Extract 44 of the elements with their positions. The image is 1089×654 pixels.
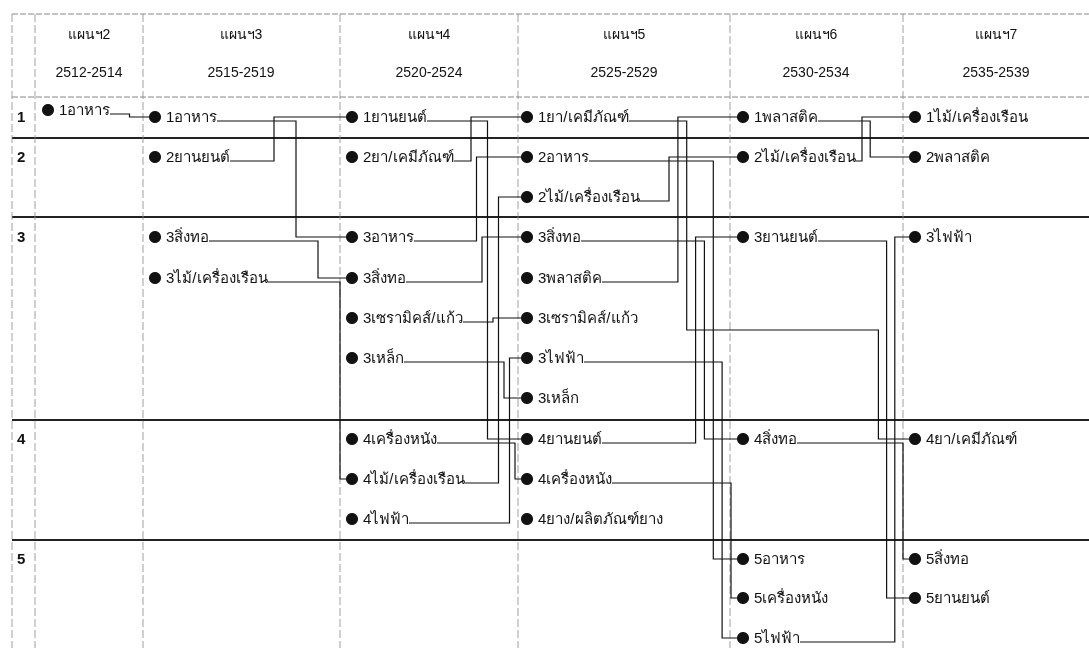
period-label: 2512-2514 xyxy=(55,63,123,81)
connector-line xyxy=(109,113,150,118)
connector-line xyxy=(601,236,738,444)
connector-line xyxy=(580,240,738,440)
column-header: แผนฯ4 xyxy=(407,25,451,43)
connector-line xyxy=(436,442,522,480)
rank-number: 4 xyxy=(17,430,26,448)
connector-line xyxy=(464,196,522,484)
connector-line xyxy=(588,160,738,560)
connector-line xyxy=(611,482,738,599)
connector-line xyxy=(583,361,738,639)
column-header: แผนฯ6 xyxy=(794,25,838,43)
period-label: 2515-2519 xyxy=(207,63,275,81)
period-label: 2525-2529 xyxy=(590,63,658,81)
connector-line xyxy=(216,120,347,238)
period-label: 2530-2534 xyxy=(782,63,850,81)
connector-line xyxy=(453,116,522,162)
connector-line xyxy=(208,240,347,279)
connector-line xyxy=(639,156,738,202)
connector-line xyxy=(426,120,522,440)
connector-line xyxy=(855,116,910,162)
connector-line xyxy=(817,120,910,158)
connector-line xyxy=(628,120,910,440)
connector-line xyxy=(229,116,347,162)
connector-line xyxy=(267,281,347,480)
column-header: แผนฯ5 xyxy=(602,25,646,43)
column-header: แผนฯ3 xyxy=(219,25,263,43)
rank-number: 5 xyxy=(17,550,26,568)
rank-number: 3 xyxy=(17,228,26,246)
connector-line xyxy=(817,240,910,599)
rank-number: 1 xyxy=(17,108,26,126)
connector-line xyxy=(796,442,910,560)
connector-line xyxy=(462,317,522,323)
rank-number: 2 xyxy=(17,148,26,166)
connector-line xyxy=(799,236,910,643)
column-header: แผนฯ2 xyxy=(67,25,111,43)
connector-line xyxy=(413,156,522,242)
connector-line xyxy=(405,236,522,283)
connector-line xyxy=(408,357,522,524)
period-label: 2535-2539 xyxy=(962,63,1030,81)
connector-line xyxy=(601,116,738,283)
column-header: แผนฯ7 xyxy=(974,25,1018,43)
period-label: 2520-2524 xyxy=(395,63,463,81)
connector-line xyxy=(403,361,522,399)
